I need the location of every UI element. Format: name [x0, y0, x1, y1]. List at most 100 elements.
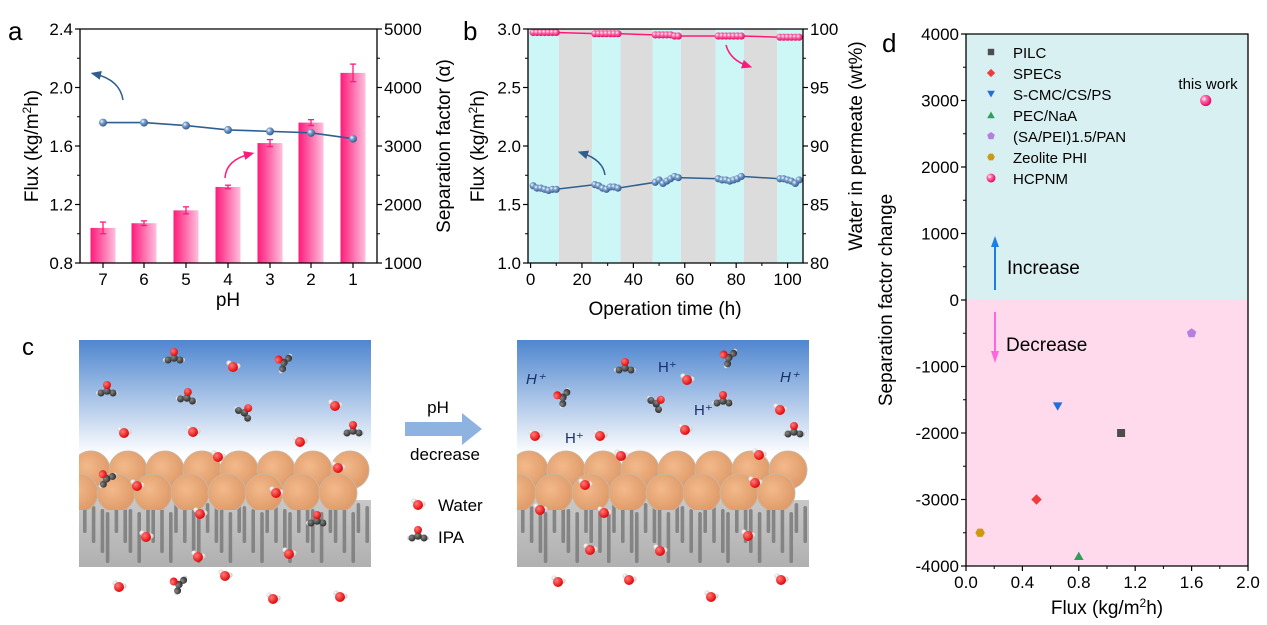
oxygen-atom	[599, 508, 609, 518]
nanosphere	[571, 473, 611, 510]
pore	[698, 512, 702, 563]
oxygen-atom	[655, 546, 665, 556]
data-point-pec-naa	[1074, 551, 1084, 561]
pore	[160, 509, 164, 553]
panel-a-ylabel-left: Flux (kg/m2h)	[20, 90, 43, 202]
y-tick-label-left: 1.2	[49, 196, 73, 215]
water-molecule-icon	[139, 530, 154, 542]
porous-substrate	[79, 500, 371, 567]
membrane-scene-before	[79, 340, 371, 604]
pore	[100, 509, 105, 553]
oxygen-atom	[295, 437, 305, 447]
panel-d-background	[966, 34, 1248, 566]
bar	[298, 122, 324, 263]
oxygen-atom	[719, 391, 727, 399]
flux-point	[349, 134, 357, 143]
pore	[342, 509, 347, 553]
pore	[538, 509, 543, 553]
pore	[612, 503, 616, 533]
h-plus-label: H⁺	[526, 371, 546, 388]
x-tick-label: 4	[223, 270, 232, 289]
pore	[680, 506, 685, 543]
bar	[173, 210, 199, 263]
flux-point	[737, 172, 745, 181]
oxygen-atom	[141, 532, 151, 542]
pore	[123, 506, 127, 543]
pore	[137, 512, 141, 563]
flux-point	[795, 176, 803, 184]
panel-d-axes: -4000-3000-2000-1000010002000300040000.0…	[916, 25, 1260, 592]
carbon-atom	[244, 414, 252, 422]
pore	[712, 506, 716, 543]
water-molecule-icon	[226, 360, 241, 372]
gray-band	[558, 29, 593, 263]
carbon-atom	[627, 366, 635, 374]
oxygen-atom	[193, 552, 203, 562]
y-tick-label: -1000	[916, 358, 959, 377]
pore	[584, 503, 588, 533]
carbon-atom	[109, 472, 117, 480]
water-point	[552, 28, 560, 37]
panel-label-d: d	[882, 28, 896, 58]
panel-c-schematic: c pH decrease Water IPA H⁺ H⁺ H⁺ H⁺	[22, 334, 809, 604]
oxygen-atom	[682, 375, 692, 385]
oxygen-atom	[580, 480, 590, 490]
panel-d-legend: PILCSPECsS-CMC/CS/PSPEC/NaA(SA/PEI)1.5/P…	[986, 45, 1126, 188]
oxygen-atom	[220, 571, 230, 581]
water-molecule-icon	[112, 580, 127, 592]
decrease-region	[966, 300, 1248, 566]
panel-label-a: a	[8, 16, 23, 46]
carbon-atom	[343, 429, 351, 437]
oxygen-atom	[553, 577, 563, 587]
ph-label: pH	[427, 398, 449, 417]
pore	[237, 503, 241, 533]
water-molecule-icon	[593, 429, 608, 441]
water-molecule-icon	[774, 573, 789, 585]
y-tick-label-left: 2.0	[497, 137, 521, 156]
legend-label: SPECs	[1013, 66, 1061, 83]
panel-d-points	[975, 94, 1212, 561]
oxygen-atom	[271, 488, 281, 498]
water-molecule-icon	[211, 450, 226, 462]
flux-point	[99, 118, 107, 127]
carbon-atom	[109, 389, 117, 397]
ph-decrease-arrow	[405, 413, 482, 445]
x-tick-label: 0.4	[1011, 573, 1035, 592]
oxygen-atom	[553, 391, 562, 400]
pore	[365, 506, 369, 543]
panel-d-xlabel: Flux (kg/m2h)	[1051, 596, 1163, 619]
y-tick-label-right: 3000	[384, 137, 422, 156]
water-molecule-icon	[578, 478, 593, 490]
y-tick-label-left: 2.5	[497, 79, 521, 98]
pore	[666, 512, 671, 563]
oxygen-atom	[790, 422, 798, 430]
pore	[675, 503, 679, 533]
pore	[566, 509, 571, 553]
x-tick-label: 2	[306, 270, 315, 289]
carbon-atom	[713, 399, 721, 407]
pore	[274, 506, 278, 543]
oxygen-atom	[616, 451, 626, 461]
pore	[260, 512, 264, 563]
y-tick-label-left: 2.4	[49, 20, 73, 39]
x-tick-label: 100	[773, 270, 801, 289]
nanosphere	[281, 473, 321, 510]
flux-axis-pointer-arrow-b	[577, 150, 606, 176]
oxygen-atom	[274, 355, 283, 364]
panel-b-series	[529, 28, 803, 195]
panel-b-xlabel: Operation time (h)	[588, 299, 741, 320]
pore	[146, 503, 150, 533]
carbon-atom	[420, 534, 428, 542]
pore	[351, 512, 355, 563]
increase-label: Increase	[1007, 258, 1080, 279]
x-tick-label: 60	[675, 270, 694, 289]
water-molecule-icon	[218, 569, 233, 581]
carbon-atom	[621, 364, 629, 372]
data-point-zeolite-phi	[975, 528, 985, 537]
flux-point	[182, 121, 190, 130]
h-plus-label: H⁺	[780, 369, 800, 386]
panel-d-ylabel: Separation factor change	[876, 194, 897, 406]
pore	[114, 503, 119, 533]
oxygen-atom	[754, 450, 764, 460]
